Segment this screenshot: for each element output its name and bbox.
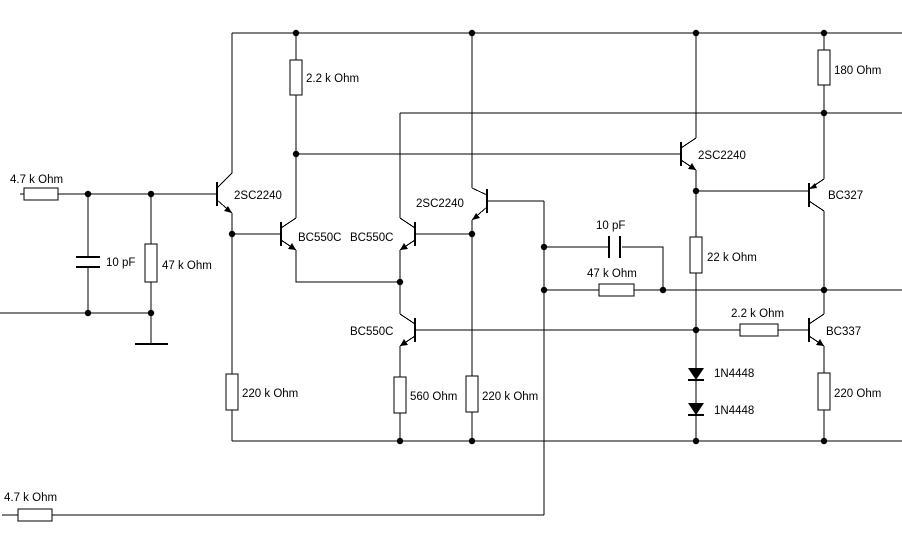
label-r-560: 560 Ohm xyxy=(410,391,457,403)
label-r-22k: 22 k Ohm xyxy=(707,252,757,264)
capacitor-c-in xyxy=(76,256,100,268)
transistor-q6 xyxy=(680,137,697,171)
label-r-in-bottom: 4.7 k Ohm xyxy=(4,492,57,504)
resistor-220k-left xyxy=(225,373,239,411)
label-q7: BC327 xyxy=(828,190,863,202)
diode-d2 xyxy=(688,403,704,416)
label-r-180: 180 Ohm xyxy=(834,65,881,77)
label-r-in-top: 4.7 k Ohm xyxy=(10,174,63,186)
label-r-c1: 2.2 k Ohm xyxy=(306,73,359,85)
label-q1: 2SC2240 xyxy=(234,190,282,202)
junction-dots xyxy=(84,29,828,445)
label-c-in: 10 pF xyxy=(106,257,135,269)
capacitor-c-fb xyxy=(608,236,621,258)
label-r-in-shunt: 47 k Ohm xyxy=(162,260,212,272)
transistor-q3 xyxy=(399,217,416,251)
capacitors xyxy=(76,236,621,268)
label-r-2k2-out: 2.2 k Ohm xyxy=(731,308,784,320)
resistor-r-fb xyxy=(598,283,635,297)
wires xyxy=(0,32,902,516)
label-q8: BC337 xyxy=(826,326,861,338)
label-c-fb: 10 pF xyxy=(596,220,625,232)
resistor-r-in-shunt xyxy=(144,243,158,283)
label-d1: 1N4448 xyxy=(714,368,754,380)
resistor-r-in-bottom xyxy=(17,508,53,522)
diode-d1 xyxy=(688,368,704,381)
resistor-220k-mid xyxy=(465,375,479,413)
resistor-2k2-out xyxy=(739,323,779,337)
resistor-560 xyxy=(393,376,407,414)
resistor-r-c1 xyxy=(289,59,303,96)
resistor-22k xyxy=(689,236,703,274)
resistor-220 xyxy=(817,372,831,411)
resistor-r-in-top xyxy=(23,187,59,201)
component-labels: 4.7 k Ohm 10 pF 47 k Ohm 2SC2240 2.2 k O… xyxy=(4,65,881,504)
label-r-fb: 47 k Ohm xyxy=(587,268,637,280)
label-r-220: 220 Ohm xyxy=(834,388,881,400)
transistor-q2 xyxy=(280,217,297,251)
transistor-q4 xyxy=(471,187,488,221)
transistor-q7 xyxy=(808,178,825,212)
transistors xyxy=(216,137,825,347)
resistors xyxy=(17,49,831,522)
resistor-180 xyxy=(817,49,831,86)
label-q3: BC550C xyxy=(350,232,393,244)
label-r-220k-left: 220 k Ohm xyxy=(242,388,298,400)
transistor-q5 xyxy=(399,313,416,347)
label-q2: BC550C xyxy=(298,232,341,244)
diodes xyxy=(688,368,704,416)
label-q5: BC550C xyxy=(350,326,393,338)
transistor-q1 xyxy=(216,172,233,214)
label-d2: 1N4448 xyxy=(714,405,754,417)
transistor-q8 xyxy=(808,313,825,347)
label-q4: 2SC2240 xyxy=(416,198,464,210)
label-q6: 2SC2240 xyxy=(698,150,746,162)
label-r-220k-mid: 220 k Ohm xyxy=(482,391,538,403)
